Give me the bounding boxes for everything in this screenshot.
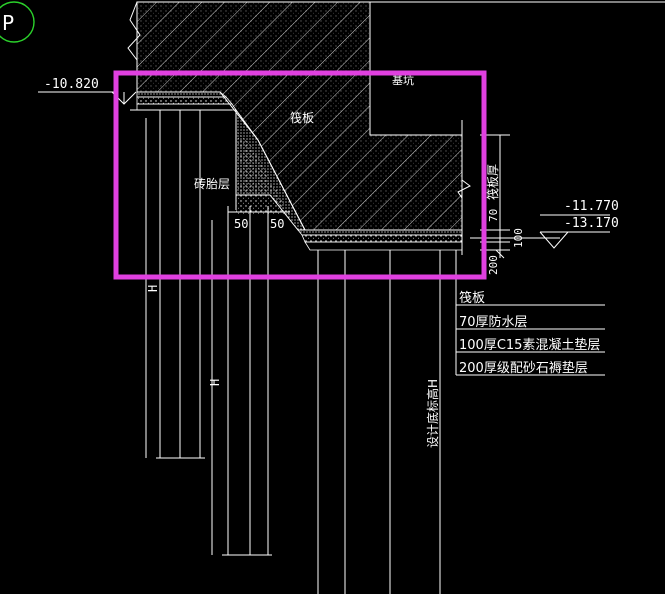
dim-h-mid: H xyxy=(208,379,222,386)
legend-leader xyxy=(455,250,605,376)
legend-item-4: 200厚级配砂石褥垫层 xyxy=(459,360,588,376)
raft-thickness-label: 筏板厚 xyxy=(486,164,500,200)
dimension-50 xyxy=(227,206,290,240)
elevation-right-lower: -13.170 xyxy=(564,216,619,231)
cushion-label: 砖胎层 xyxy=(194,176,230,191)
selection-highlight xyxy=(113,70,487,280)
dim-50-a: 50 xyxy=(234,217,248,231)
dim-70: 70 xyxy=(487,209,500,222)
raft-label: 筏板 xyxy=(290,111,314,125)
pit-label: 基坑 xyxy=(392,73,414,87)
break-line-left xyxy=(127,1,141,92)
legend-item-3: 100厚C15素混凝土垫层 xyxy=(459,337,600,353)
elevation-right: -11.770 -13.170 xyxy=(470,199,619,249)
design-elevation-label: 设计底标高H xyxy=(425,379,440,448)
elevation-top-left-text: -10.820 xyxy=(44,77,99,92)
base-layers-bottom xyxy=(297,229,463,251)
legend-item-1: 筏板 xyxy=(459,290,485,306)
vertical-guides xyxy=(130,109,441,594)
dim-50-b: 50 xyxy=(270,217,284,231)
grid-marker-label: P xyxy=(2,11,14,35)
base-layers-left xyxy=(136,91,237,111)
legend-item-2: 70厚防水层 xyxy=(459,314,528,330)
slope-cushion xyxy=(235,108,306,231)
elevation-right-upper: -11.770 xyxy=(564,199,619,214)
dim-200: 200 xyxy=(487,255,500,275)
grid-marker: P xyxy=(0,1,35,43)
break-line-right xyxy=(457,120,471,255)
elevation-top-left: -10.820 xyxy=(38,77,137,105)
dim-h-left: H xyxy=(146,285,160,292)
